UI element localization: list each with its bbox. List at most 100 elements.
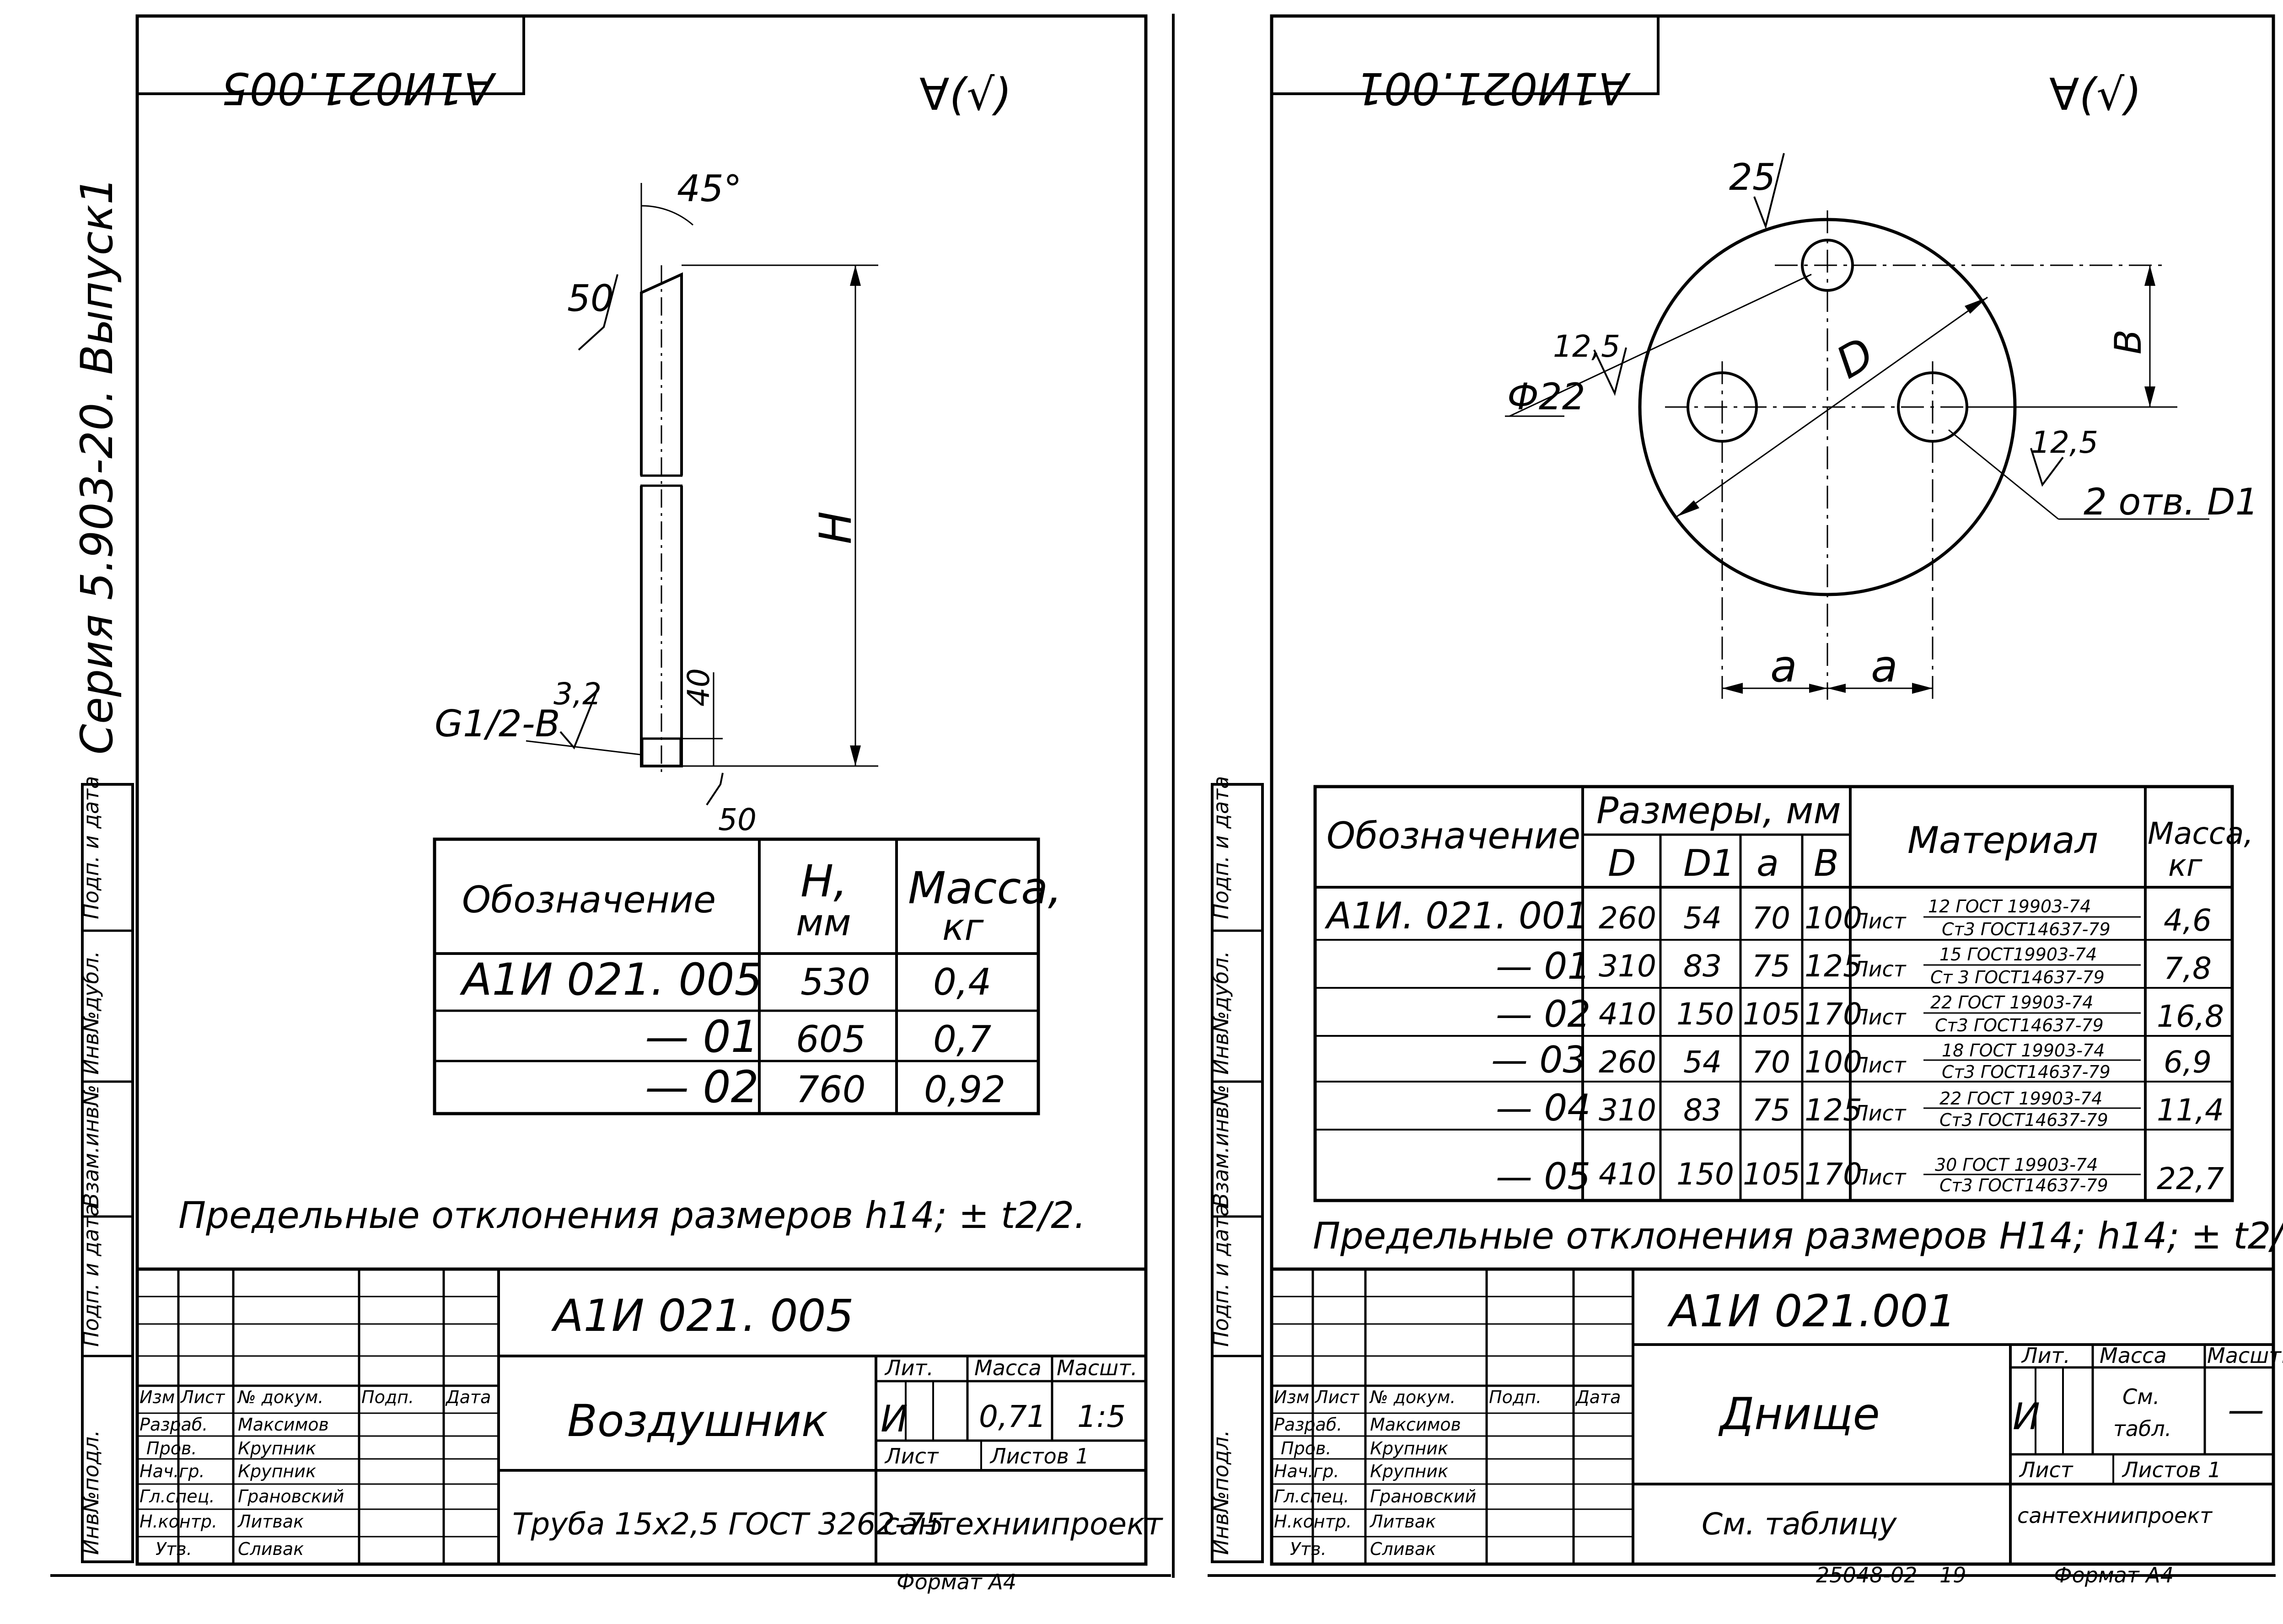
dim-r125b: 12,5	[2031, 425, 2098, 460]
svg-text:Масшт.: Масшт.	[1057, 1356, 1138, 1380]
svg-text:105: 105	[1743, 1157, 1800, 1192]
svg-text:Лист: Лист	[1852, 1101, 1907, 1126]
svg-text:Подп.: Подп.	[1489, 1387, 1542, 1407]
svg-text:Утв.: Утв.	[156, 1539, 192, 1559]
svg-text:D: D	[1608, 842, 1636, 884]
svg-text:4,6: 4,6	[2164, 903, 2212, 938]
svg-text:260: 260	[1599, 900, 1656, 936]
part-name-left: Воздушник	[567, 1395, 828, 1447]
svg-text:Дата: Дата	[445, 1387, 491, 1407]
disc-drawing: D B a a Ф22 12,5 25 12,5 2 отв. D1	[1505, 153, 2258, 700]
svg-text:a: a	[1757, 842, 1779, 884]
table-header: Обозначение	[462, 879, 716, 921]
svg-text:100: 100	[1805, 1045, 1862, 1080]
svg-text:Масса,: Масса,	[2148, 816, 2253, 851]
svg-text:75: 75	[1752, 949, 1790, 984]
svg-text:Крупник: Крупник	[1370, 1438, 1448, 1458]
svg-text:30 ГОСТ 19903-74: 30 ГОСТ 19903-74	[1935, 1155, 2098, 1175]
dim-phi22: Ф22	[1507, 375, 1585, 418]
svg-text:Масшт.: Масшт.	[2207, 1343, 2283, 1368]
format-right: Формат А4	[2054, 1563, 2174, 1587]
svg-text:№ докум.: № докум.	[1369, 1387, 1456, 1407]
table-row: А1И. 021. 001 260 54 70 100 Лист 12 ГОСТ…	[1324, 895, 2212, 939]
svg-text:18 ГОСТ 19903-74: 18 ГОСТ 19903-74	[1942, 1040, 2105, 1061]
material-right: См. таблицу	[1702, 1506, 1897, 1542]
svg-text:Максимов: Максимов	[1370, 1415, 1461, 1435]
part-name-right: Днище	[1718, 1388, 1880, 1440]
svg-text:Изм: Изм	[140, 1387, 175, 1407]
table-cell: 0,4	[933, 961, 991, 1003]
table-row: — 03 260 54 70 100 Лист 18 ГОСТ 19903-74…	[1491, 1039, 2212, 1082]
svg-text:Лит.: Лит.	[2021, 1343, 2070, 1368]
title-block-left: Изм Лист № докум. Подп. Дата Разраб. Мак…	[135, 1267, 1164, 1594]
svg-text:кг: кг	[2168, 848, 2202, 883]
svg-text:15 ГОСТ19903-74: 15 ГОСТ19903-74	[1939, 944, 2097, 965]
stamp-label: Инв№подл.	[1209, 1430, 1233, 1555]
svg-text:Крупник: Крупник	[1370, 1461, 1448, 1481]
series-caption: Серия 5.903-20. Выпуск1	[71, 177, 123, 755]
svg-text:Ст3 ГОСТ14637-79: Ст3 ГОСТ14637-79	[1935, 1015, 2104, 1035]
svg-text:Листов 1: Листов 1	[2122, 1458, 2221, 1482]
svg-text:Грановский: Грановский	[1370, 1486, 1476, 1506]
svg-text:Н.контр.: Н.контр.	[140, 1511, 217, 1532]
svg-text:Нач.гр.: Нач.гр.	[140, 1461, 205, 1481]
svg-text:Лит.: Лит.	[884, 1356, 934, 1380]
svg-text:—: —	[2228, 1388, 2264, 1431]
svg-text:Пров.: Пров.	[1281, 1438, 1331, 1458]
svg-text:Утв.: Утв.	[1290, 1539, 1327, 1559]
svg-text:Лист: Лист	[2019, 1458, 2074, 1482]
table-cell: — 02	[645, 1061, 759, 1113]
svg-text:И: И	[2013, 1395, 2040, 1438]
svg-text:— 03: — 03	[1491, 1039, 1586, 1081]
dim-h: H	[810, 511, 861, 544]
svg-text:Лист: Лист	[884, 1444, 939, 1469]
table-cell: 0,7	[933, 1018, 991, 1061]
dim-r-bottom: 50	[718, 802, 757, 837]
svg-text:B: B	[1814, 842, 1839, 884]
table-row: — 04 310 83 75 125 Лист 22 ГОСТ 19903-74…	[1496, 1087, 2224, 1130]
side-stamp-right: Подп. и дата Инв№дубл. Взам.инв№ Подп. и…	[1209, 776, 1264, 1563]
svg-text:Разраб.: Разраб.	[140, 1415, 208, 1435]
svg-text:75: 75	[1752, 1093, 1790, 1128]
svg-text:22 ГОСТ 19903-74: 22 ГОСТ 19903-74	[1939, 1088, 2102, 1109]
svg-text:83: 83	[1683, 1093, 1722, 1128]
svg-text:150: 150	[1676, 1157, 1734, 1192]
designation-right: А1И 021.001	[1667, 1286, 1956, 1337]
svg-text:Ст3 ГОСТ14637-79: Ст3 ГОСТ14637-79	[1942, 919, 2111, 939]
svg-text:— 04: — 04	[1496, 1087, 1590, 1129]
dim-r-thread: 3,2	[553, 676, 602, 712]
svg-text:Лист: Лист	[1314, 1387, 1360, 1407]
svg-text:— 01: — 01	[1496, 945, 1590, 987]
svg-text:170: 170	[1805, 997, 1862, 1032]
svg-text:11,4: 11,4	[2157, 1093, 2224, 1128]
svg-text:Лист: Лист	[180, 1387, 226, 1407]
sheet-number: 19	[1939, 1563, 1966, 1587]
svg-text:Максимов: Максимов	[238, 1415, 329, 1435]
svg-text:410: 410	[1599, 997, 1656, 1032]
roughness-symbol-left: ∀(√)	[919, 69, 1012, 120]
svg-text:22 ГОСТ 19903-74: 22 ГОСТ 19903-74	[1930, 992, 2093, 1013]
svg-text:12 ГОСТ 19903-74: 12 ГОСТ 19903-74	[1928, 896, 2091, 917]
table-cell: 530	[800, 961, 870, 1003]
table-cell: 760	[796, 1068, 866, 1111]
svg-text:16,8: 16,8	[2157, 999, 2224, 1034]
svg-text:125: 125	[1805, 1093, 1862, 1128]
stamp-label: Подп. и дата	[1209, 1204, 1233, 1347]
corner-code-right: А1И021.001	[1356, 63, 1631, 114]
dim-r125a: 12,5	[1553, 329, 1620, 364]
svg-text:Обозначение: Обозначение	[1327, 815, 1580, 857]
svg-text:7,8: 7,8	[2164, 951, 2212, 986]
table-header: Масса,	[908, 863, 1062, 914]
svg-text:Изм: Изм	[1274, 1387, 1309, 1407]
side-stamp-left: Подп. и дата Инв№дубл. Взам.инв№ Подп. и…	[79, 776, 134, 1563]
format-left: Формат А4	[897, 1570, 1016, 1594]
dim-holes: 2 отв. D1	[2084, 481, 2258, 523]
svg-text:Лист: Лист	[1852, 957, 1907, 981]
dim-40: 40	[681, 668, 716, 707]
dim-angle: 45°	[677, 167, 742, 210]
svg-text:100: 100	[1805, 900, 1862, 936]
table-cell: 605	[796, 1018, 866, 1061]
stamp-label: Взам.инв№	[1209, 1085, 1233, 1207]
svg-text:№ докум.: № докум.	[237, 1387, 323, 1407]
svg-text:150: 150	[1676, 997, 1734, 1032]
